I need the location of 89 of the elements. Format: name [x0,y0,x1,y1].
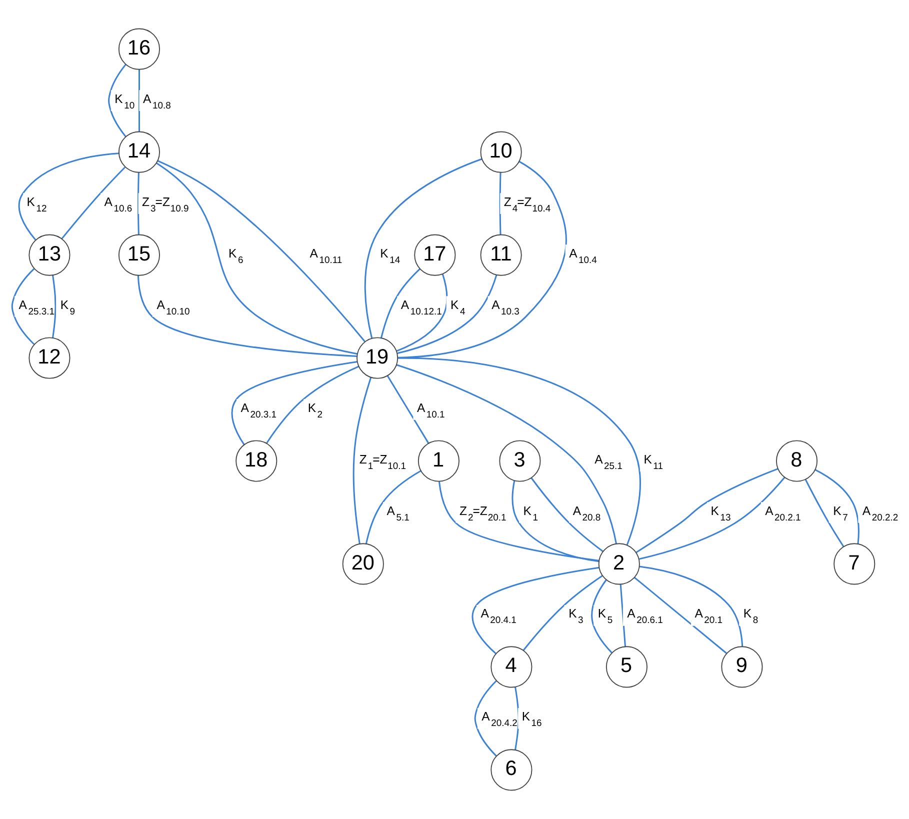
edge-label: A$_{10.11}$ [310,246,342,266]
connector [365,470,422,544]
connector [18,152,119,240]
connector [138,70,140,132]
node-circle: 20 [342,543,384,585]
edge-label: A$_{25.1}$ [594,452,622,472]
edge-label: A$_{20.1}$ [694,606,723,626]
edge-label: Z$_{1}$=Z$_{10.1}$ [359,452,406,472]
edge-label: Z$_{3}$=Z$_{10.9}$ [142,194,189,214]
node-circle: 16 [118,28,160,70]
edge-label: A$_{10.6}$ [104,194,132,214]
edge-label: A$_{10.3}$ [492,298,520,318]
connector [52,275,56,338]
node-circle: 7 [834,543,876,585]
node-circle: 6 [490,749,532,791]
connector [386,375,430,444]
connector [620,584,626,647]
connector [61,166,126,240]
edge-label: A$_{20.4.1}$ [480,606,516,626]
edge-label: K$_{14}$ [380,246,400,266]
connector [137,275,357,357]
connector [522,575,603,651]
connector [438,481,600,562]
connector [380,268,420,338]
connector [11,268,35,345]
node-circle: 17 [414,234,456,276]
edge-label: A$_{20.6.1}$ [627,606,663,626]
node-circle: 18 [236,440,278,482]
edge-label: A$_{10.4}$ [569,246,597,266]
connector [108,64,126,138]
edge-label: K$_{7}$ [833,504,848,524]
connector [804,479,844,547]
connector [512,480,599,562]
edge-label: A$_{10.8}$ [143,92,171,112]
edge-label: A$_{5.1}$ [386,504,410,524]
node-circle: 2 [598,543,640,585]
edge-label: A$_{20.8}$ [572,504,601,524]
connector [352,377,372,544]
connector [639,476,786,560]
edge-label: K$_{12}$ [26,194,47,214]
edge-label: K$_{11}$ [644,452,663,472]
edge-label: A$_{20.2.2}$ [862,504,898,524]
connector [514,686,520,750]
node-circle: 11 [480,234,522,276]
connector [137,172,140,234]
edge-label: K$_{8}$ [743,606,758,626]
node-circle: 14 [118,131,160,173]
edge-label: K$_{2}$ [308,400,323,420]
connector [639,566,744,647]
node-circle: 19 [356,337,398,379]
node-circle: 3 [499,440,541,482]
edge-label: K$_{6}$ [228,246,244,266]
connector [364,158,482,338]
edge-label: K$_{16}$ [522,710,542,730]
edge-label: A$_{20.4.2}$ [482,710,518,730]
connector [474,680,497,757]
node-circle: 8 [776,440,818,482]
edge-label: Z$_{4}$=Z$_{10.4}$ [504,194,551,214]
node-circle: 5 [606,646,648,688]
edge-label: A$_{10.1}$ [416,400,445,420]
edge-label: A$_{10.10}$ [156,298,190,318]
node-circle: 10 [480,131,522,173]
connector [634,576,727,654]
edge-label: A$_{10.12.1}$ [400,298,442,318]
connector [636,468,778,554]
edge-label: K$_{13}$ [710,504,731,524]
node-circle: 15 [118,234,160,276]
connector [266,366,360,444]
node-circle: 9 [721,646,763,688]
node-circle: 1 [418,440,460,482]
connector [472,566,600,654]
edge-label: A$_{25.3.1}$ [18,298,54,318]
connector [591,579,612,654]
edge-label: A$_{20.3.1}$ [240,400,276,420]
edge-label: K$_{9}$ [60,298,76,318]
connector [231,360,358,446]
edge-label: Z$_{2}$=Z$_{20.1}$ [459,504,506,524]
edge-label: K$_{1}$ [523,504,538,524]
connector [499,172,502,234]
node-circle: 13 [28,234,70,276]
node-circle: 4 [490,646,532,688]
edge-label: K$_{5}$ [598,606,613,626]
connector [530,478,604,552]
node-circle: 12 [28,337,70,379]
edge-label: K$_{3}$ [568,606,584,626]
edge-label: K$_{4}$ [450,298,466,318]
connector [814,469,860,544]
edge-label: A$_{20.2.1}$ [765,504,801,524]
edge-label: K$_{10}$ [114,92,135,112]
